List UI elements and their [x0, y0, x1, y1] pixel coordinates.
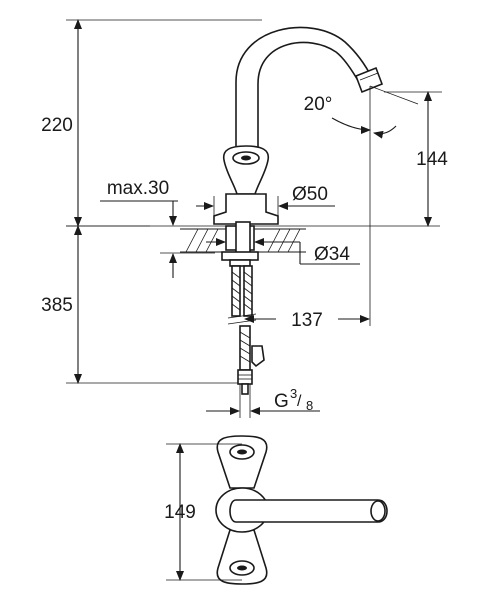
- dim-thread-den: 8: [306, 398, 313, 413]
- dim-137-label: 137: [291, 310, 323, 331]
- dim-angle-label: 20°: [304, 94, 333, 115]
- dimension-max-30: max.30: [100, 178, 215, 278]
- dimension-144: 144: [384, 91, 448, 227]
- dimension-thread: G 3 / 8: [206, 384, 320, 418]
- dim-d34-label: Ø34: [314, 244, 350, 265]
- dimension-diameter-34: Ø34: [206, 238, 360, 265]
- dim-d50-label: Ø50: [292, 184, 328, 205]
- svg-text:/: /: [297, 393, 302, 410]
- faucet-top-view: [215, 435, 388, 585]
- dimension-diameter-50: Ø50: [196, 184, 335, 216]
- dimension-149: 149: [164, 443, 242, 581]
- dim-thread-g: G: [274, 391, 289, 412]
- dim-max30-label: max.30: [107, 178, 169, 199]
- dimension-137: 137: [244, 310, 370, 331]
- dimension-angle-20: 20°: [304, 85, 419, 326]
- dim-144-label: 144: [416, 149, 448, 170]
- dim-thread-num: 3: [290, 386, 297, 401]
- dim-385-label: 385: [41, 295, 73, 316]
- dimension-220: 220: [41, 19, 262, 227]
- dim-149-label: 149: [164, 502, 196, 523]
- dim-220-label: 220: [41, 115, 73, 136]
- dimension-385: 385: [41, 225, 240, 384]
- faucet-side-view: [213, 26, 384, 395]
